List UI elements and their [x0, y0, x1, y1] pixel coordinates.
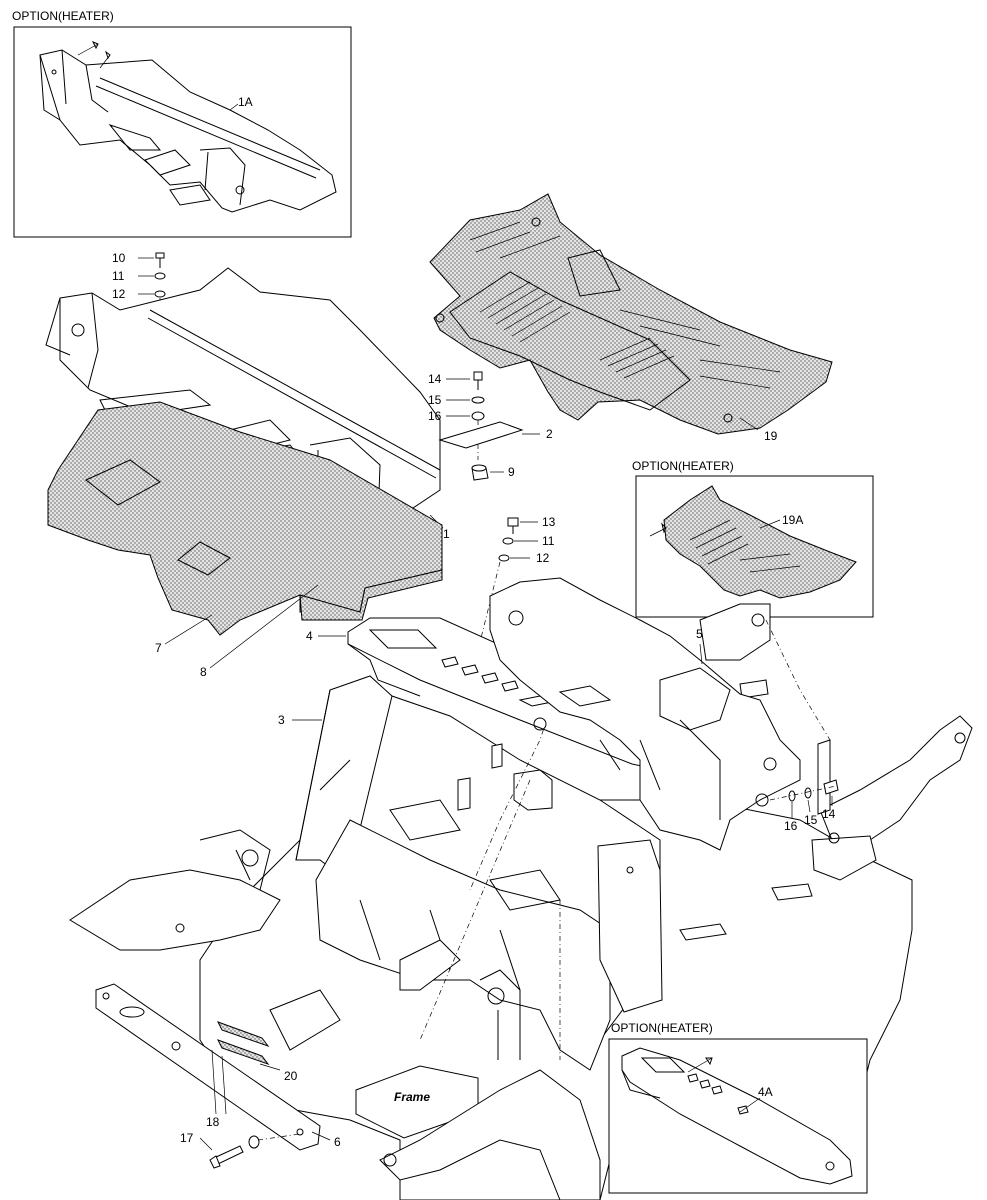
label-19a: 19A	[782, 513, 803, 527]
mounting-plate-4a	[621, 1047, 853, 1185]
mat-grooves	[469, 221, 781, 389]
console-bracket-5: 5	[489, 577, 801, 851]
spacer-18: 18	[206, 1049, 227, 1129]
cover-plate-6: 6	[95, 983, 341, 1151]
label-2: 2	[546, 427, 553, 441]
rubber-strip-20: 20	[216, 1021, 298, 1083]
option-heater-box-top-left: OPTION(HEATER) 1A	[12, 9, 352, 238]
mat-8: 8	[200, 569, 443, 679]
panel-1a	[39, 49, 337, 213]
frame-label: Frame	[394, 1090, 430, 1104]
option-label-bottom-right: OPTION(HEATER)	[611, 1021, 713, 1035]
label-17: 17	[180, 1131, 194, 1145]
label-9: 9	[508, 465, 515, 479]
label-4a: 4A	[758, 1085, 773, 1099]
label-18: 18	[206, 1115, 220, 1129]
floor-mat-19: 19	[429, 193, 833, 443]
label-11-upper: 11	[112, 269, 125, 283]
label-7: 7	[155, 641, 162, 655]
option-frame-top-left	[13, 26, 352, 238]
label-15-right: 15	[804, 813, 818, 827]
label-4: 4	[306, 629, 313, 643]
label-15-upper: 15	[428, 393, 442, 407]
hardware-stack-14-16: 14 15 16	[428, 371, 485, 460]
floor-mat-19a	[663, 485, 857, 599]
label-1a: 1A	[238, 95, 253, 109]
label-16-upper: 16	[428, 409, 442, 423]
nut-9: 9	[471, 464, 515, 481]
option-heater-box-bottom-right: OPTION(HEATER) 4A	[608, 1021, 868, 1194]
option-label-top-left: OPTION(HEATER)	[12, 9, 114, 23]
mat-7: 7	[47, 401, 443, 655]
label-19: 19	[764, 429, 778, 443]
hardware-stack-right: 16 15 14	[769, 739, 839, 833]
option-label-right: OPTION(HEATER)	[632, 459, 734, 473]
option-heater-box-right: OPTION(HEATER) 19A	[632, 459, 874, 618]
label-8: 8	[200, 665, 207, 679]
label-6: 6	[334, 1135, 341, 1149]
label-5: 5	[696, 627, 703, 641]
label-14-upper: 14	[428, 372, 442, 386]
callout-3: 3	[278, 713, 322, 727]
label-10: 10	[112, 251, 126, 265]
label-12-upper: 12	[112, 287, 126, 301]
label-14-right: 14	[822, 807, 836, 821]
label-16-right: 16	[784, 819, 798, 833]
hardware-stack-13-12: 13 11 12	[477, 515, 556, 651]
plate-2: 2	[438, 421, 553, 449]
label-20: 20	[284, 1069, 298, 1083]
bolt-17: 17	[180, 1131, 301, 1169]
label-12-lower: 12	[536, 551, 550, 565]
label-1: 1	[443, 527, 450, 541]
label-13: 13	[542, 515, 556, 529]
label-3: 3	[278, 713, 285, 727]
label-11-lower: 11	[542, 534, 555, 548]
